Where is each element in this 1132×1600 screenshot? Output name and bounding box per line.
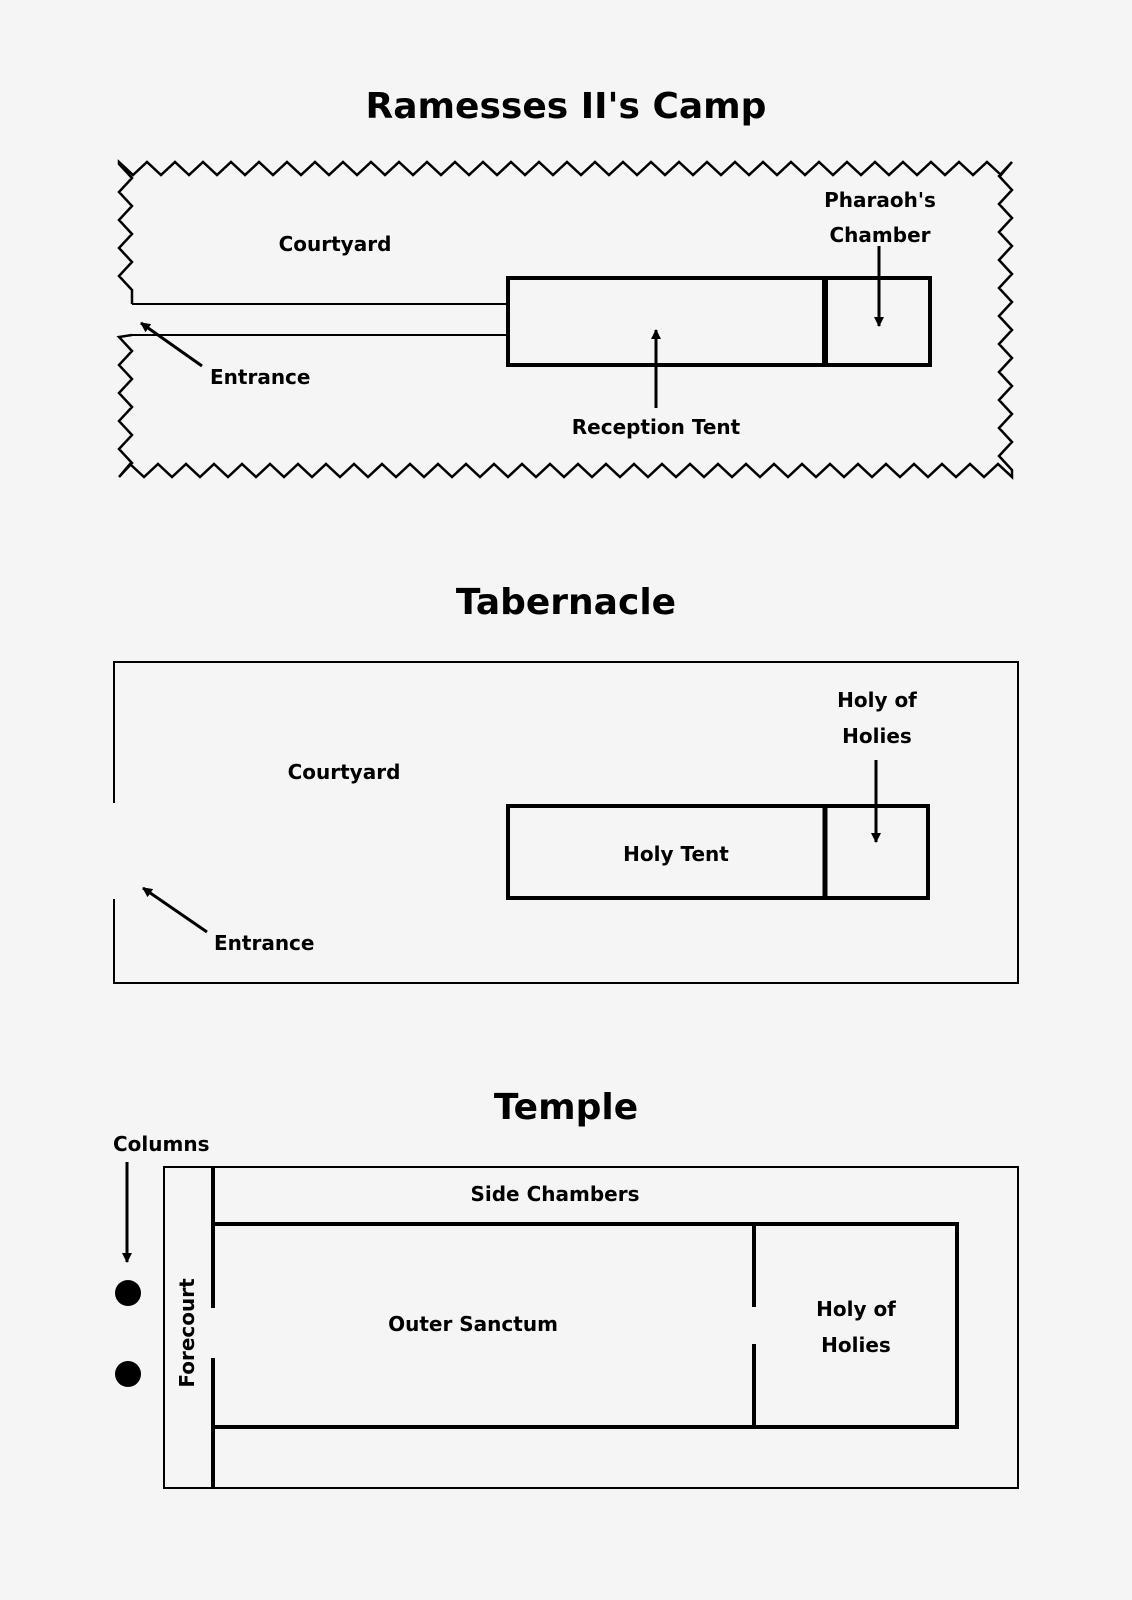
temple-outer-sanctum-label: Outer Sanctum xyxy=(388,1312,558,1336)
camp-entrance-label: Entrance xyxy=(210,365,310,389)
camp-pharaoh-label-line1: Pharaoh's xyxy=(824,188,936,212)
tabernacle-title: Tabernacle xyxy=(456,582,676,623)
tabernacle-entrance-label: Entrance xyxy=(214,931,314,955)
temple-forecourt-label: Forecourt xyxy=(175,1278,199,1388)
temple-outer-wall xyxy=(163,1166,1019,1489)
temple-holies-label-line2: Holies xyxy=(821,1333,891,1357)
camp-entrance-arrow xyxy=(140,321,203,368)
tabernacle-diagram: Tabernacle Courtyard Holy of Holies Holy… xyxy=(113,582,1019,984)
temple-sanctum-doorway xyxy=(208,1308,218,1358)
temple-columns-label: Columns xyxy=(113,1132,210,1156)
camp-reception-tent xyxy=(506,276,932,367)
temple-holies-label-line1: Holy of xyxy=(816,1297,896,1321)
camp-shield-wall xyxy=(116,159,1014,480)
tabernacle-holy-tent-label: Holy Tent xyxy=(623,842,729,866)
temple-side-chambers-label: Side Chambers xyxy=(470,1182,639,1206)
camp-pharaoh-label-line2: Chamber xyxy=(830,223,931,247)
tabernacle-holies-label-line1: Holy of xyxy=(837,688,917,712)
temple-title: Temple xyxy=(494,1087,638,1128)
temple-column xyxy=(115,1361,141,1387)
temple-diagram: Temple Columns Side Chambers Outer Sanct… xyxy=(113,1087,1019,1489)
tabernacle-entrance-arrow xyxy=(142,886,208,934)
tabernacle-holy-tent xyxy=(506,804,930,900)
tabernacle-courtyard-wall xyxy=(113,661,1019,984)
tabernacle-courtyard-label: Courtyard xyxy=(288,760,401,784)
tabernacle-holies-label-line2: Holies xyxy=(842,724,912,748)
camp-reception-label: Reception Tent xyxy=(572,415,741,439)
camp-diagram: Ramesses II's Camp Courtyard Pharaoh's C… xyxy=(116,86,1014,480)
camp-courtyard-label: Courtyard xyxy=(279,232,392,256)
camp-title: Ramesses II's Camp xyxy=(366,86,767,127)
temple-column xyxy=(115,1280,141,1306)
